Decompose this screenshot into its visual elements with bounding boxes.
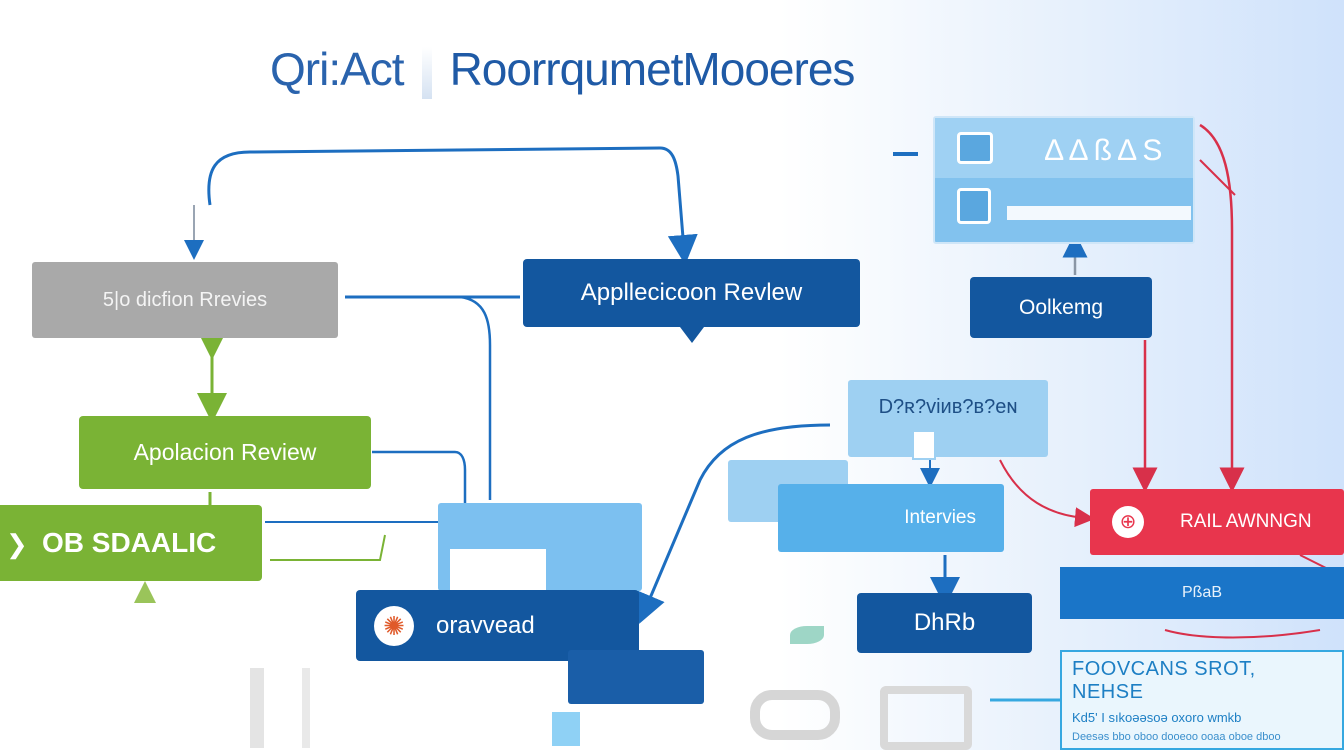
panel-bar [1007,206,1191,220]
app-review-pointer [680,327,704,343]
diagram-title: Qri:Act RoorrqumetMooeres [270,42,856,99]
drivinaben-tab [912,430,936,460]
title-divider [421,46,432,99]
globe-icon: ⊕ [1112,506,1144,538]
title-right: RoorrqumetMooeres [449,43,856,95]
bottom-left-glyph [250,668,310,748]
pbab-node[interactable]: PßaB [1060,567,1344,619]
star-icon: ✺ [374,605,414,646]
small-cyan-mark [552,712,580,746]
red-connector-6 [1164,629,1321,639]
obsaaic-green-connector [270,534,386,561]
drivinaben-to-oravead [637,423,831,624]
ookerng-node[interactable]: Oolkemg [970,277,1152,338]
notes-line-2: Kd5' I sıkoəəsoə oxoro wmkb [1072,710,1242,725]
chevron-right-icon: ❯ [6,529,28,559]
title-left: Qri:Act [270,43,405,95]
monitor-icon [957,132,993,164]
rail-node[interactable]: ⊕ RAIL AWNNGN [1090,489,1344,555]
red-connector-4 [999,459,1095,528]
loop-connector [207,146,698,265]
green-to-panel-connector [372,450,467,505]
device-icon [957,188,991,224]
bottom-center-glyph [750,690,840,740]
app-review-top-node[interactable]: Appllecicoon Revlew [523,259,860,327]
oravead-node[interactable]: ✺ oravvead [356,590,639,661]
leaf-icon [790,626,824,644]
red-connector-2 [1199,159,1236,196]
app-review-top-label: Appllecicoon Revlew [580,279,803,306]
dhrb-label: DhRb [913,609,976,636]
ookerng-label: Oolkemg [1018,295,1104,319]
oravead-label: oravvead [436,611,535,639]
dhrb-node[interactable]: DhRb [857,593,1032,653]
notes-panel: FOOVCANS SROT, NEHSE Kd5' I sıkoəəsoə ox… [1060,650,1344,750]
app-review-green-label: Apolacion Review [133,439,317,465]
notes-line-3: Deesəs bbo oboo dooeoo ooaa oboe dboo [1072,731,1281,743]
obsaaic-label: OB SDAALIC [42,527,217,558]
interviews-node[interactable]: Intervies [778,484,1004,552]
red-connector-1 [1199,123,1245,493]
gray-review-node[interactable]: 5|o dicfion Rrevies [32,262,338,338]
drivinaben-label: D?ʀ?viив?ʙ?eɴ [878,396,1018,418]
interviews-label: Intervies [904,507,976,528]
pbab-label: PßaB [1181,584,1222,601]
obsaaic-node[interactable]: ❯ OB SDAALIC [0,505,262,581]
onboarding-panel[interactable]: ∆∆ß∆S [933,116,1195,244]
center-panel[interactable] [438,503,642,591]
gray-review-label: 5|o dicfion Rrevies [102,288,268,311]
bottom-right-glyph [880,686,972,750]
notes-line-1: FOOVCANS SROT, NEHSE [1072,658,1256,703]
app-to-lower-connector [459,295,492,500]
oravead-shadow [568,650,704,704]
center-panel-inner [450,549,546,591]
rail-label: RAIL AWNNGN [1180,511,1312,532]
app-review-green-node[interactable]: Apolacion Review [79,416,371,489]
panel-glyphs: ∆∆ß∆S [1045,134,1169,167]
drivinaben-node[interactable]: D?ʀ?viив?ʙ?eɴ [848,380,1048,457]
